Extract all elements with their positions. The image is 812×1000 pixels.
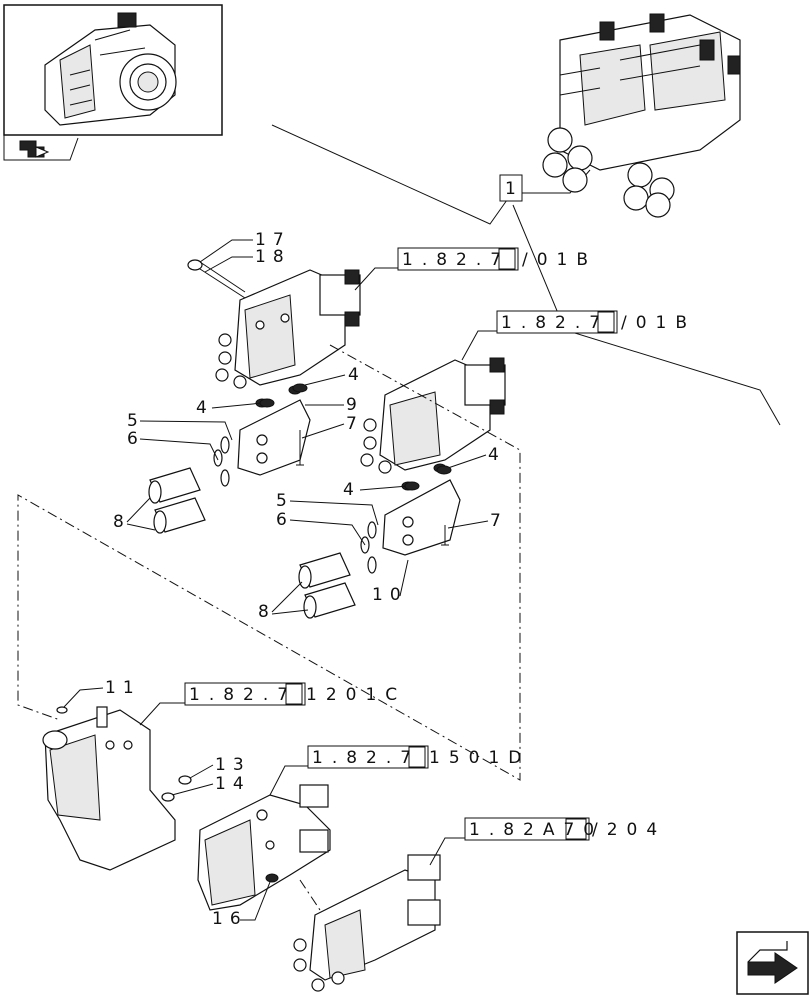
svg-text:11: 11: [105, 678, 141, 698]
control-valve-section-bottom-right: [293, 854, 441, 992]
tractor-thumbnail-icon: [44, 12, 177, 126]
svg-text:1.82.7: 1.82.7: [402, 250, 510, 270]
svg-text:8: 8: [258, 602, 276, 622]
svg-text:4: 4: [196, 398, 214, 418]
tractor-thumbnail[interactable]: [3, 4, 223, 161]
svg-text:10: 10: [372, 585, 408, 605]
svg-text:6: 6: [276, 510, 294, 530]
part-labels: 17 18 4 4 9 7 5 6 8 4 4 7 5 6 8 10 11: [56, 230, 508, 929]
control-valve-section-lower: [197, 784, 331, 911]
callout-1: 1: [499, 174, 523, 202]
reference-5[interactable]: 1.82A70 /204: [464, 817, 666, 841]
svg-text:1.82.7: 1.82.7: [189, 685, 297, 705]
svg-text:18: 18: [255, 247, 291, 267]
svg-text:1: 1: [505, 179, 523, 199]
svg-text:8: 8: [113, 512, 131, 532]
svg-text:7: 7: [346, 414, 364, 434]
svg-text:/01B: /01B: [522, 250, 597, 270]
next-page-arrow-icon[interactable]: [736, 931, 809, 995]
quick-coupling-8-left: [148, 467, 206, 534]
svg-text:1.82.7: 1.82.7: [312, 748, 420, 768]
control-valve-section-upper-left: [215, 269, 361, 389]
reference-2[interactable]: 1.82.7 /01B: [496, 310, 696, 334]
bolt-17-18: [187, 259, 246, 299]
quick-coupling-8-right: [298, 552, 356, 619]
svg-text:4: 4: [343, 480, 361, 500]
reference-1[interactable]: 1.82.7 /01B: [397, 247, 597, 271]
svg-text:5: 5: [127, 411, 145, 431]
svg-text:1.82A70: 1.82A70: [469, 820, 603, 840]
svg-text:/204: /204: [592, 820, 666, 840]
svg-text:7: 7: [490, 511, 508, 531]
svg-text:5: 5: [276, 491, 294, 511]
svg-text:6: 6: [127, 429, 145, 449]
svg-text:13: 13: [215, 755, 251, 775]
valve-assembly-overview: [542, 13, 741, 218]
reference-4[interactable]: 1.82.7 1501D: [307, 745, 530, 769]
page-back-arrow-icon[interactable]: [19, 140, 50, 158]
svg-text:4: 4: [348, 365, 366, 385]
svg-text:16: 16: [212, 909, 248, 929]
svg-text:1.82.7: 1.82.7: [501, 313, 609, 333]
svg-text:1201C: 1201C: [306, 685, 406, 705]
svg-text:9: 9: [346, 395, 364, 415]
svg-text:17: 17: [255, 230, 291, 250]
inlet-section: [42, 706, 176, 871]
svg-text:14: 14: [215, 774, 251, 794]
svg-text:/01B: /01B: [621, 313, 696, 333]
svg-text:1501D: 1501D: [429, 748, 530, 768]
svg-text:4: 4: [488, 445, 506, 465]
reference-3[interactable]: 1.82.7 1201C: [184, 682, 406, 706]
